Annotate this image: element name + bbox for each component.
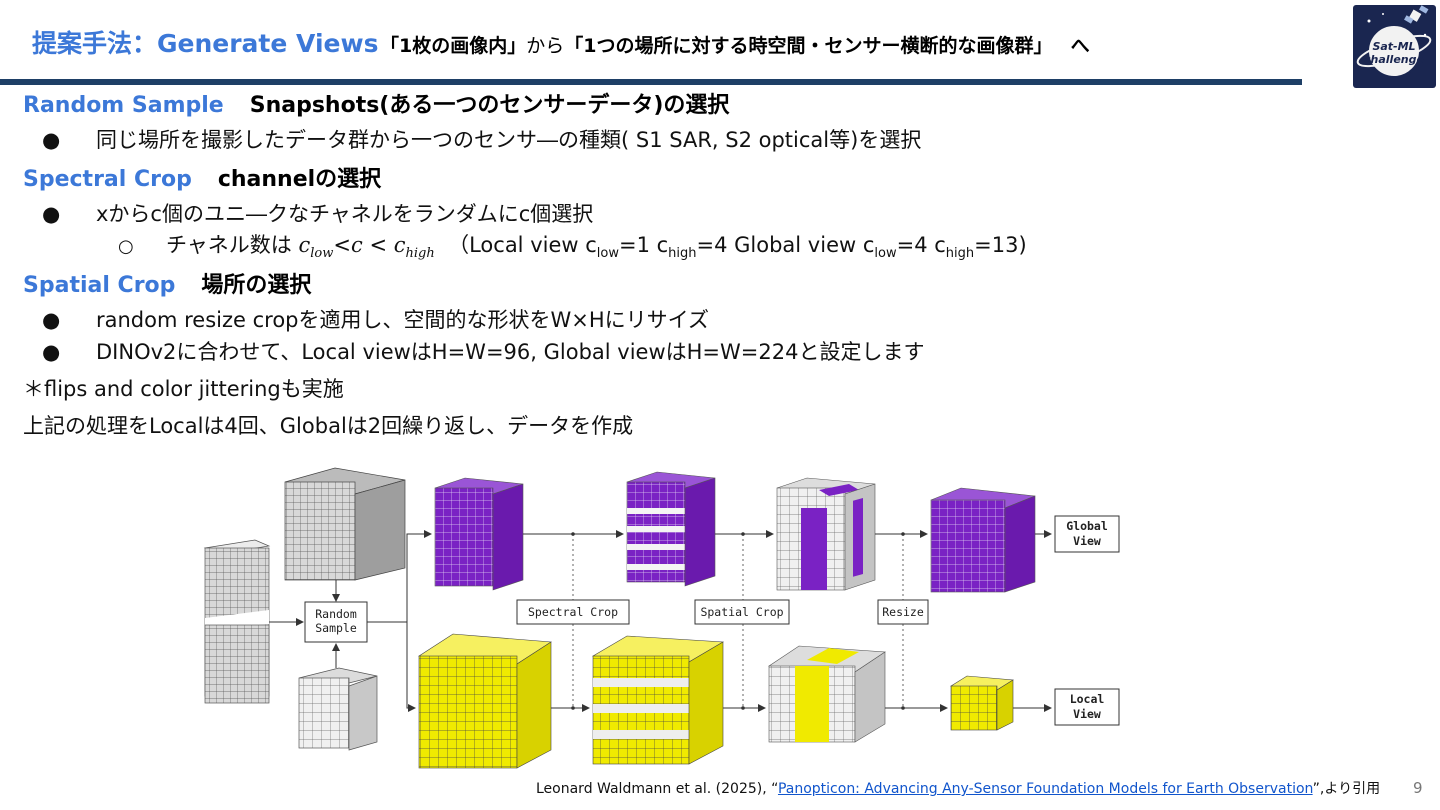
page-subtitle: 「1枚の画像内」から「1つの場所に対する時空間・センサー横断的な画像群」 へ	[380, 31, 1090, 58]
spatial-crop-label: Spatial Crop	[700, 605, 783, 619]
note-repeat: 上記の処理をLocalは4回、Globalは2回繰り返し、データを作成	[23, 414, 634, 438]
subtitle-kara: から	[526, 35, 565, 57]
bullet-text: 同じ場所を撮影したデータ群から一つのセンサ―の種類( S1 SAR, S2 op…	[96, 128, 922, 152]
page-title: 提案手法：Generate Views	[32, 29, 379, 58]
bullet-spatial-2: ● DINOv2に合わせて、Local viewはH=W=96, Global v…	[42, 336, 924, 366]
spectral-crop-box	[516, 599, 630, 625]
formula-c: c	[350, 233, 363, 257]
section-spatial-crop: Spatial Crop 場所の選択	[23, 267, 311, 299]
section-spectral-crop: Spectral Crop channelの選択	[23, 161, 381, 193]
formula-c-low: clow	[298, 233, 334, 262]
citation-authors: Leonard Waldmann et al. (2025), “	[536, 781, 778, 797]
local-cube-full	[418, 633, 552, 769]
resize-label: Resize	[882, 605, 924, 619]
gray-cube-bottom	[298, 667, 378, 751]
formula-sub-low-1: low	[596, 246, 619, 262]
spectral-crop-keyword: Spectral Crop	[23, 167, 192, 192]
citation-link[interactable]: Panopticon: Advancing Any-Sensor Foundat…	[777, 781, 1313, 797]
global-cube-full	[434, 477, 524, 591]
formula-lt-1: <	[333, 233, 351, 257]
formula-sub-high-1: high	[668, 246, 697, 262]
global-cube-spatial	[776, 477, 876, 591]
bullet-dot: ●	[42, 128, 61, 152]
sub-bullet-circle: ○	[118, 236, 134, 257]
bullet-text: DINOv2に合わせて、Local viewはH=W=96, Global vi…	[96, 340, 925, 364]
spatial-crop-desc: 場所の選択	[201, 273, 312, 298]
random-sample-keyword: Random Sample	[23, 93, 224, 118]
bullet-dot: ●	[42, 308, 61, 332]
formula-global-high-val: =13)	[974, 233, 1027, 257]
formula-global-low-val: =4 c	[896, 233, 946, 257]
subtitle-from: 「1枚の画像内」	[380, 35, 527, 57]
formula-local-open: （Local view c	[448, 233, 597, 257]
random-sample-label-1: Random	[315, 607, 357, 621]
local-cube-resized	[950, 675, 1014, 731]
global-view-label-1: Global	[1066, 519, 1108, 533]
global-view-box	[1054, 515, 1120, 553]
input-stack-cube	[203, 539, 271, 704]
spatial-crop-box	[694, 599, 790, 625]
formula-sub-low-2: low	[874, 246, 897, 262]
satellite-logo-icon: Sat-ML challenge	[1356, 5, 1432, 78]
global-cube-spectral	[626, 471, 716, 587]
note-flips: ＊flips and color jitteringも実施	[23, 377, 344, 401]
spectral-crop-desc: channelの選択	[217, 167, 382, 192]
subtitle-to: 「1つの場所に対する時空間・センサー横断的な画像群」	[564, 35, 1053, 57]
section-random-sample: Random Sample Snapshots(ある一つのセンサーデータ)の選択	[23, 87, 729, 119]
bullet-dot: ●	[42, 202, 61, 226]
local-cube-spectral	[592, 635, 724, 765]
resize-box	[877, 599, 929, 625]
formula-local-high-val: =4 Global view c	[696, 233, 875, 257]
page-number: 9	[1413, 779, 1423, 797]
generate-views-diagram: Random Sample Global	[203, 467, 1120, 769]
challenge-logo: Sat-ML challenge	[1353, 5, 1436, 88]
bullet-random-1: ● 同じ場所を撮影したデータ群から一つのセンサ―の種類( S1 SAR, S2 o…	[42, 124, 921, 154]
bullet-text: random resize cropを適用し、空間的な形状をW×Hにリサイズ	[96, 308, 710, 332]
global-cube-resized	[930, 487, 1036, 593]
random-sample-box	[304, 601, 368, 643]
header-divider	[0, 79, 1302, 85]
random-sample-label-2: Sample	[315, 621, 357, 635]
sub-bullet-channel-count: ○チャネル数は clow<c < chigh （Local view clow=…	[118, 229, 1027, 261]
bullet-spectral-1: ● xからc個のユニ―クなチャネルをランダムにc個選択	[42, 198, 593, 228]
citation-tail: ”,より引用	[1312, 781, 1381, 797]
svg-text:challenge: challenge	[1364, 53, 1424, 66]
spectral-crop-label: Spectral Crop	[528, 605, 618, 619]
formula-lt-2: <	[369, 233, 388, 257]
formula-prefix: チャネル数は	[166, 233, 292, 257]
subtitle-he: へ	[1070, 35, 1090, 57]
citation-caption: Leonard Waldmann et al. (2025), “Panopti…	[536, 778, 1380, 798]
global-view-label-2: View	[1073, 534, 1101, 548]
formula-local-low-val: =1 c	[618, 233, 669, 257]
bullet-spatial-1: ● random resize cropを適用し、空間的な形状をW×Hにリサイズ	[42, 304, 709, 334]
bullet-text: xからc個のユニ―クなチャネルをランダムにc個選択	[96, 202, 594, 226]
bullet-dot: ●	[42, 340, 61, 364]
local-cube-spatial	[768, 645, 886, 743]
gray-cube-top	[284, 467, 406, 581]
local-view-label-2: View	[1073, 707, 1101, 721]
local-view-label-1: Local	[1070, 692, 1105, 706]
random-sample-desc: Snapshots(ある一つのセンサーデータ)の選択	[249, 93, 730, 118]
local-view-box	[1054, 688, 1120, 726]
spatial-crop-keyword: Spatial Crop	[23, 273, 176, 298]
svg-text:Sat-ML: Sat-ML	[1372, 40, 1415, 53]
formula-c-high: chigh	[393, 233, 435, 262]
formula-sub-high-2: high	[945, 246, 975, 262]
